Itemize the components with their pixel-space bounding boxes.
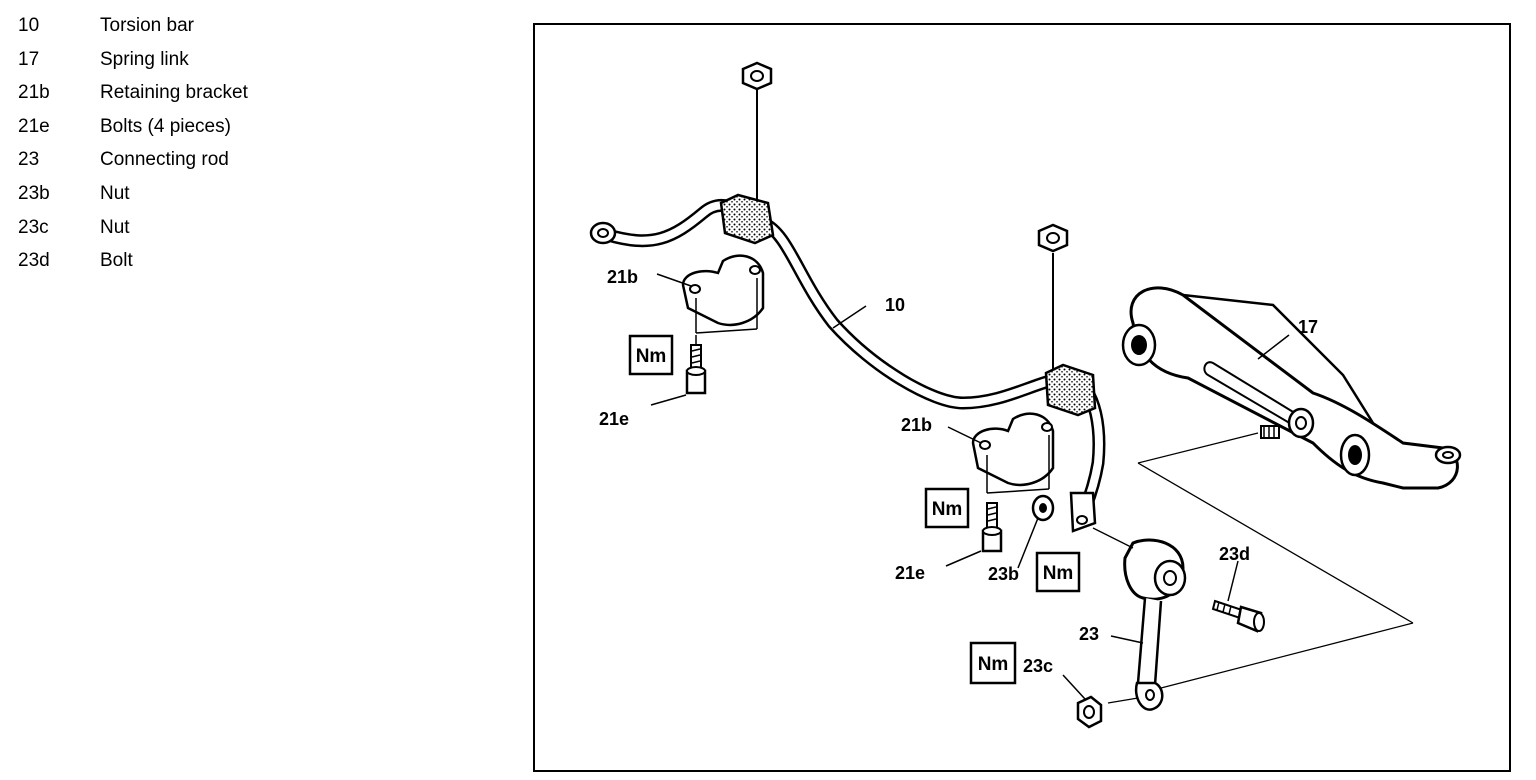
torque-box: Nm — [924, 487, 970, 529]
callout-21b-left: 21b — [607, 267, 638, 287]
spring-link — [1121, 286, 1462, 490]
torque-label: Nm — [636, 346, 667, 367]
torsion-bar — [589, 198, 1106, 533]
nut-23b — [1031, 494, 1055, 522]
legend-description: Spring link — [100, 48, 189, 70]
torque-label: Nm — [978, 654, 1009, 675]
callout-23d: 23d — [1219, 544, 1250, 564]
torque-box: Nm — [1035, 551, 1081, 593]
legend-description: Connecting rod — [100, 149, 229, 171]
legend-description: Retaining bracket — [100, 82, 248, 104]
right-rubber-mount — [1044, 363, 1097, 417]
right-stud-nut — [1037, 223, 1069, 369]
callout-21b-right: 21b — [901, 415, 932, 435]
right-bolt — [981, 502, 1003, 553]
alignment-lines — [1092, 432, 1414, 704]
legend-description: Bolts (4 pieces) — [100, 115, 231, 137]
left-bolt — [685, 335, 707, 395]
left-rubber-mount — [719, 193, 775, 245]
callout-23: 23 — [1079, 624, 1099, 644]
legend-number: 23c — [18, 216, 49, 238]
legend-number: 17 — [18, 48, 40, 70]
legend-number: 23d — [18, 250, 50, 272]
callout-21e-left: 21e — [599, 409, 629, 429]
torque-box: Nm — [628, 334, 674, 376]
callout-21e-right: 21e — [895, 563, 925, 583]
legend-number: 21e — [18, 115, 50, 137]
right-retaining-bracket — [971, 412, 1055, 494]
torque-label: Nm — [1043, 563, 1074, 584]
connecting-rod — [1123, 538, 1187, 711]
nut-23c — [1076, 695, 1103, 729]
legend-description: Torsion bar — [100, 15, 194, 36]
leader-lines — [650, 273, 1290, 700]
legend-description: Nut — [100, 182, 130, 204]
callout-23b: 23b — [988, 564, 1019, 584]
bolt-23d — [1211, 599, 1265, 633]
torque-box: Nm — [969, 641, 1017, 685]
torque-label: Nm — [932, 499, 963, 520]
legend-number: 23b — [18, 182, 50, 204]
legend-description: Nut — [100, 216, 130, 238]
diagram-frame — [533, 23, 1511, 772]
left-retaining-bracket — [681, 254, 765, 334]
legend-number: 10 — [18, 15, 40, 36]
exploded-diagram: 21b 21e 10 21b 21e 23b 17 23 23d 23c Nm … — [589, 61, 1462, 729]
callout-23c: 23c — [1023, 656, 1053, 676]
legend-number: 21b — [18, 82, 50, 104]
legend-description: Bolt — [100, 250, 133, 272]
legend-number: 23 — [18, 149, 40, 171]
callout-10: 10 — [885, 295, 905, 315]
callout-17: 17 — [1298, 317, 1318, 337]
left-stud-nut — [741, 61, 773, 201]
